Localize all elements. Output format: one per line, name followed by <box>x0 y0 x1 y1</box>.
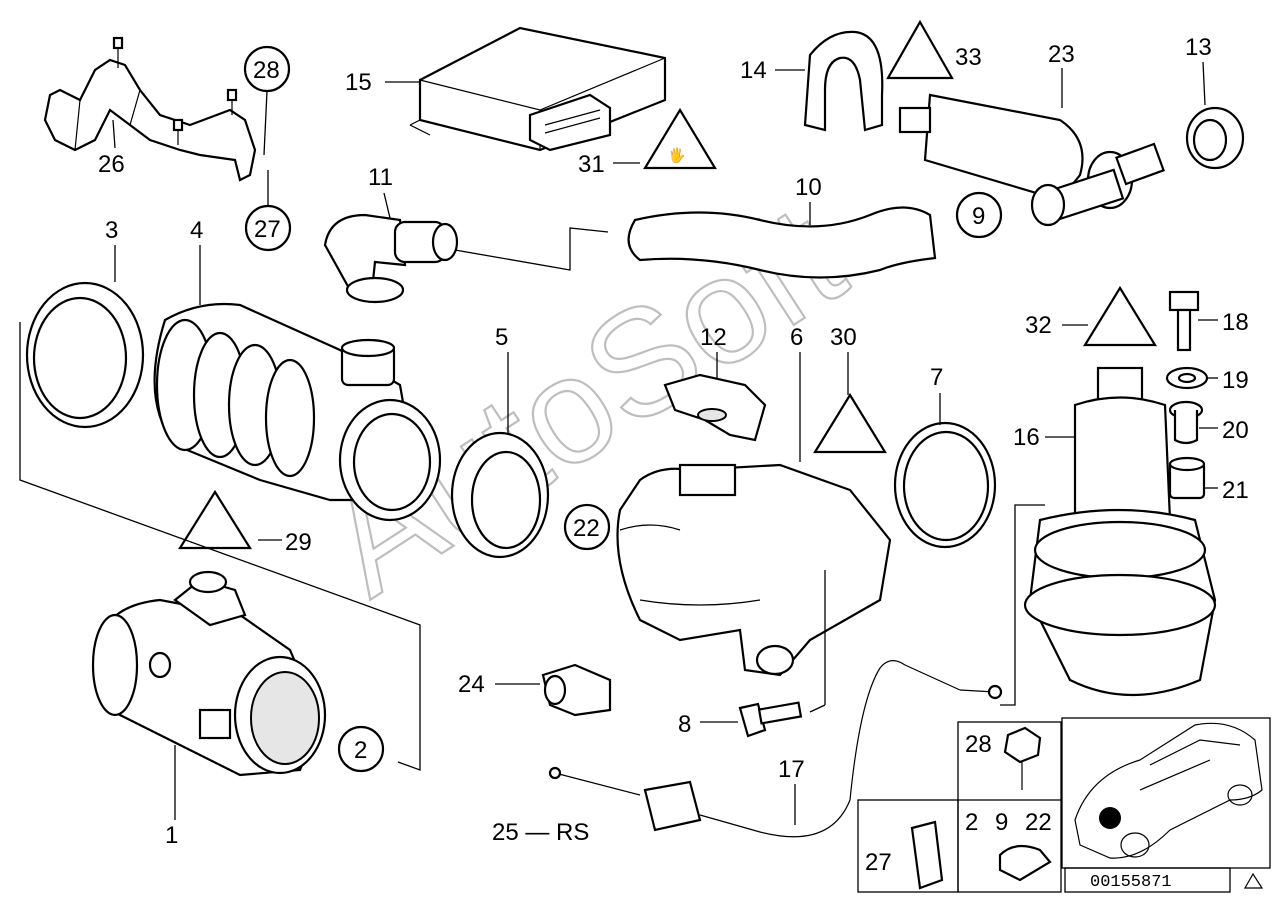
part-3-clamp-ring <box>25 281 145 429</box>
label-30: 30 <box>830 324 857 351</box>
label-5: 5 <box>495 324 508 351</box>
part-23-valve <box>898 93 1165 222</box>
callout-22 <box>563 503 611 551</box>
label-10: 10 <box>795 174 822 201</box>
part-10-hose <box>627 206 937 279</box>
part-11-elbow <box>323 213 459 304</box>
label-14: 14 <box>740 57 767 84</box>
part-13-grommet <box>1185 106 1245 170</box>
label-22: 22 <box>573 515 600 542</box>
callout-2 <box>337 725 385 773</box>
callout-9 <box>955 191 1003 239</box>
part-14-clamp <box>803 30 884 132</box>
label-27: 27 <box>254 216 281 243</box>
part-17-cable <box>548 660 1003 838</box>
part-19-washer <box>1165 366 1209 390</box>
part-15-control-unit <box>409 26 667 152</box>
label-8: 8 <box>678 711 691 738</box>
part-12-sensor <box>663 373 767 442</box>
label-21: 21 <box>1222 477 1249 504</box>
part-6-throttle-housing <box>616 463 892 677</box>
inset-label-27: 27 <box>865 849 892 876</box>
label-20: 20 <box>1222 417 1249 444</box>
inset-label-2: 2 <box>965 809 978 836</box>
label-23: 23 <box>1048 41 1075 68</box>
part-21-sleeve <box>1168 456 1206 500</box>
label-9: 9 <box>972 203 985 230</box>
part-4-intake-boot <box>153 302 442 522</box>
part-1-air-mass-meter <box>91 570 327 777</box>
part-26-bracket <box>43 36 257 182</box>
label-3: 3 <box>105 217 118 244</box>
warning-triangle-icon: 🖐 <box>643 107 717 170</box>
inset-label-28: 28 <box>965 731 992 758</box>
corner-triangle-icon <box>1243 872 1264 889</box>
warning-triangle-icon <box>178 489 252 550</box>
label-19: 19 <box>1222 367 1249 394</box>
inset-label-22: 22 <box>1025 809 1052 836</box>
label-11: 11 <box>368 164 393 191</box>
label-6: 6 <box>790 324 803 351</box>
label-17: 17 <box>778 756 805 783</box>
label-31: 31 <box>578 151 605 178</box>
warning-triangle-icon <box>886 19 954 80</box>
label-32: 32 <box>1025 312 1052 339</box>
label-16: 16 <box>1013 424 1040 451</box>
warning-triangle-icon <box>813 392 887 454</box>
part-8-bolt <box>738 701 803 738</box>
label-28: 28 <box>253 57 280 84</box>
label-18: 18 <box>1222 309 1249 336</box>
label-24: 24 <box>458 671 485 698</box>
part-24-clip <box>541 663 612 717</box>
label-25-rs: 25 — RS <box>492 819 589 846</box>
drawing-number: 00155871 <box>1090 873 1172 892</box>
warning-triangle-icon <box>1083 285 1157 347</box>
fastener-inset <box>857 721 1062 893</box>
label-29: 29 <box>285 529 312 556</box>
part-5-ring <box>450 431 550 559</box>
label-1: 1 <box>165 822 178 849</box>
label-13: 13 <box>1185 34 1212 61</box>
label-4: 4 <box>190 217 203 244</box>
car-locator <box>1061 717 1271 869</box>
svg-text:🖐: 🖐 <box>668 146 685 164</box>
inset-label-9: 9 <box>995 809 1008 836</box>
label-15: 15 <box>345 69 372 96</box>
part-18-bolt <box>1168 290 1200 352</box>
label-7: 7 <box>930 364 943 391</box>
part-7-gasket <box>893 421 997 549</box>
location-marker <box>1099 807 1121 829</box>
label-12: 12 <box>700 324 727 351</box>
part-20-bushing <box>1168 400 1204 445</box>
part-16-pump <box>1023 366 1217 697</box>
label-2: 2 <box>354 737 367 764</box>
label-26: 26 <box>98 151 125 178</box>
label-33: 33 <box>955 44 982 71</box>
